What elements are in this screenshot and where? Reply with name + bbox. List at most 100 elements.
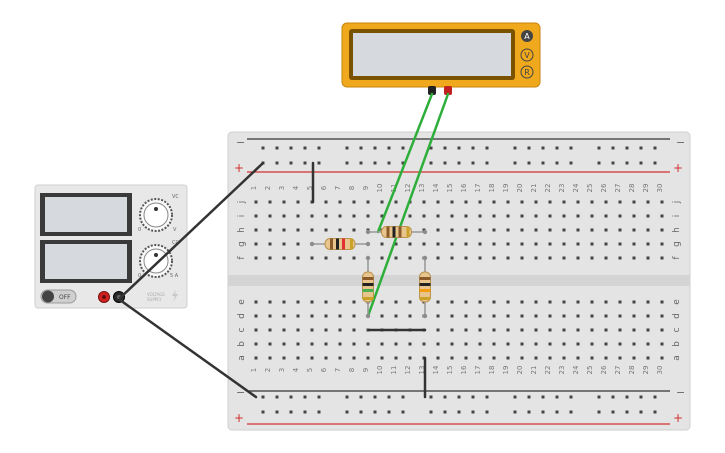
terminal-hole[interactable] [254, 314, 258, 318]
terminal-hole[interactable] [436, 242, 440, 246]
terminal-hole[interactable] [660, 314, 664, 318]
terminal-hole[interactable] [506, 214, 510, 218]
terminal-hole[interactable] [618, 314, 622, 318]
terminal-hole[interactable] [492, 314, 496, 318]
terminal-hole[interactable] [464, 228, 468, 232]
rail-hole[interactable] [611, 161, 615, 165]
terminal-hole[interactable] [450, 300, 454, 304]
terminal-hole[interactable] [296, 256, 300, 260]
supply-negative-wire[interactable] [118, 298, 258, 399]
rail-hole[interactable] [513, 410, 517, 414]
rail-hole[interactable] [485, 410, 489, 414]
terminal-hole[interactable] [562, 314, 566, 318]
rail-hole[interactable] [639, 395, 643, 399]
terminal-hole[interactable] [422, 228, 426, 232]
terminal-hole[interactable] [478, 200, 482, 204]
rail-hole[interactable] [527, 410, 531, 414]
rail-hole[interactable] [611, 395, 615, 399]
terminal-hole[interactable] [646, 256, 650, 260]
terminal-hole[interactable] [436, 256, 440, 260]
rail-hole[interactable] [555, 146, 559, 150]
power-supply[interactable]: VC 0 V CC 0 5 A OFF VOLTAGE SUPPLY [34, 184, 188, 309]
terminal-hole[interactable] [282, 314, 286, 318]
terminal-hole[interactable] [394, 214, 398, 218]
terminal-hole[interactable] [520, 228, 524, 232]
terminal-hole[interactable] [310, 300, 314, 304]
terminal-hole[interactable] [548, 356, 552, 360]
rail-hole[interactable] [541, 395, 545, 399]
rail-hole[interactable] [289, 161, 293, 165]
terminal-hole[interactable] [296, 314, 300, 318]
terminal-hole[interactable] [450, 314, 454, 318]
rail-hole[interactable] [527, 146, 531, 150]
terminal-hole[interactable] [268, 256, 272, 260]
terminal-hole[interactable] [646, 328, 650, 332]
rail-hole[interactable] [597, 410, 601, 414]
rail-hole[interactable] [429, 161, 433, 165]
terminal-hole[interactable] [534, 342, 538, 346]
terminal-hole[interactable] [464, 200, 468, 204]
terminal-hole[interactable] [324, 228, 328, 232]
terminal-hole[interactable] [436, 228, 440, 232]
terminal-hole[interactable] [408, 342, 412, 346]
rail-hole[interactable] [597, 395, 601, 399]
terminal-hole[interactable] [590, 256, 594, 260]
terminal-hole[interactable] [534, 256, 538, 260]
terminal-hole[interactable] [646, 242, 650, 246]
terminal-hole[interactable] [506, 300, 510, 304]
rail-hole[interactable] [261, 410, 265, 414]
terminal-hole[interactable] [506, 200, 510, 204]
terminal-hole[interactable] [268, 342, 272, 346]
terminal-hole[interactable] [436, 200, 440, 204]
positive-terminal[interactable] [98, 291, 110, 303]
rail-hole[interactable] [639, 146, 643, 150]
terminal-hole[interactable] [380, 314, 384, 318]
terminal-hole[interactable] [338, 300, 342, 304]
terminal-hole[interactable] [548, 256, 552, 260]
terminal-hole[interactable] [310, 328, 314, 332]
rail-hole[interactable] [485, 395, 489, 399]
terminal-hole[interactable] [380, 200, 384, 204]
terminal-hole[interactable] [324, 300, 328, 304]
terminal-hole[interactable] [562, 242, 566, 246]
rail-hole[interactable] [275, 146, 279, 150]
terminal-hole[interactable] [352, 256, 356, 260]
terminal-hole[interactable] [366, 342, 370, 346]
terminal-hole[interactable] [478, 300, 482, 304]
rail-hole[interactable] [317, 410, 321, 414]
rail-hole[interactable] [653, 146, 657, 150]
terminal-hole[interactable] [254, 242, 258, 246]
rail-hole[interactable] [457, 395, 461, 399]
rail-hole[interactable] [541, 410, 545, 414]
terminal-hole[interactable] [366, 200, 370, 204]
terminal-hole[interactable] [254, 200, 258, 204]
probe-red-green-wire[interactable] [366, 92, 450, 318]
terminal-hole[interactable] [576, 200, 580, 204]
multimeter-black-probe[interactable] [428, 86, 436, 95]
terminal-hole[interactable] [254, 356, 258, 360]
current-knob[interactable] [139, 244, 173, 278]
rail-hole[interactable] [303, 395, 307, 399]
rail-hole[interactable] [359, 395, 363, 399]
rail-hole[interactable] [275, 410, 279, 414]
terminal-hole[interactable] [604, 200, 608, 204]
terminal-hole[interactable] [450, 342, 454, 346]
terminal-hole[interactable] [338, 214, 342, 218]
rail-hole[interactable] [387, 395, 391, 399]
rail-hole[interactable] [597, 161, 601, 165]
rail-hole[interactable] [275, 395, 279, 399]
terminal-hole[interactable] [590, 242, 594, 246]
terminal-hole[interactable] [660, 342, 664, 346]
terminal-hole[interactable] [604, 356, 608, 360]
terminal-hole[interactable] [590, 356, 594, 360]
terminal-hole[interactable] [646, 200, 650, 204]
terminal-hole[interactable] [338, 342, 342, 346]
terminal-hole[interactable] [492, 256, 496, 260]
terminal-hole[interactable] [380, 242, 384, 246]
rail-hole[interactable] [387, 161, 391, 165]
terminal-hole[interactable] [422, 214, 426, 218]
rail-hole[interactable] [317, 395, 321, 399]
terminal-hole[interactable] [618, 228, 622, 232]
